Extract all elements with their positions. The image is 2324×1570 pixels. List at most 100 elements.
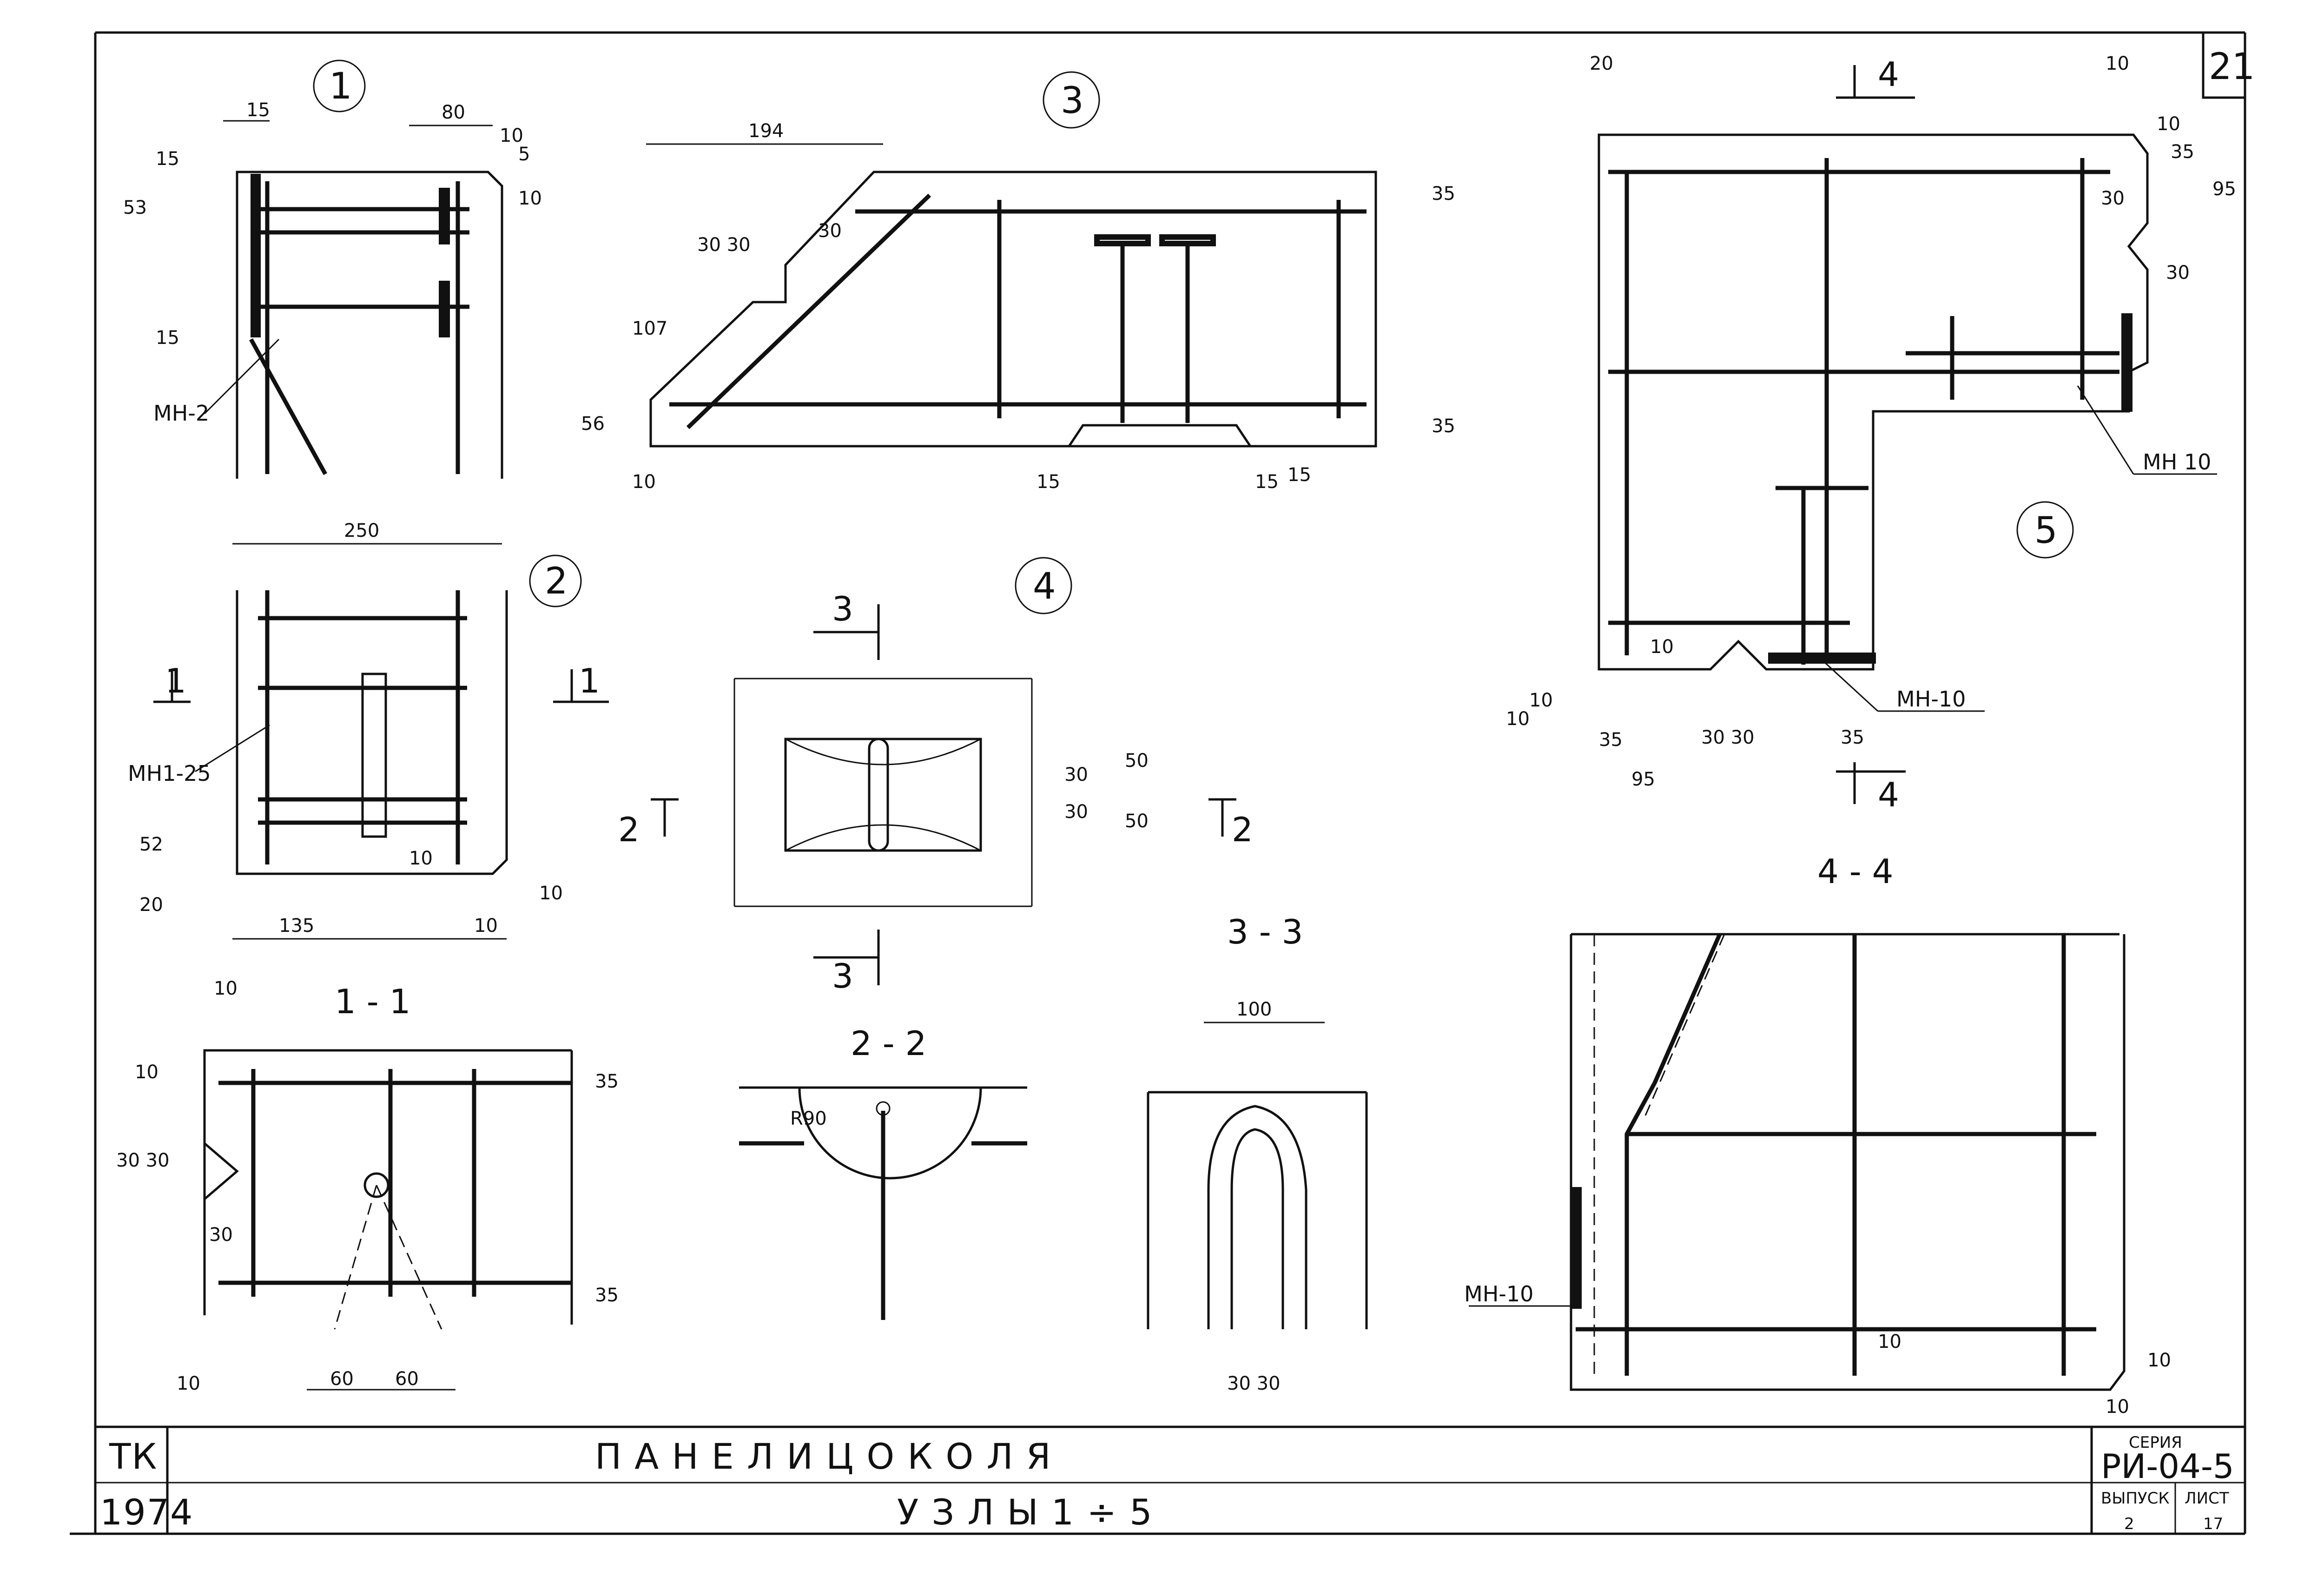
svg-text:20: 20: [139, 894, 163, 916]
section-1-1: 1 - 1 10 10 35 30 30 30 35 10 60 60: [116, 978, 619, 1394]
title-block-issue: 2: [2124, 1515, 2134, 1533]
svg-text:10: 10: [1506, 708, 1530, 730]
label-mn10-b: МН-10: [1896, 686, 1966, 712]
svg-text:30: 30: [209, 1224, 233, 1246]
section-2-2-title: 2 - 2: [851, 1024, 926, 1063]
svg-text:135: 135: [279, 915, 314, 937]
svg-text:30 30: 30 30: [1227, 1373, 1281, 1394]
svg-text:30: 30: [1064, 801, 1088, 823]
node-2-number: 2: [545, 561, 568, 602]
svg-text:10: 10: [539, 883, 563, 904]
node-5-number: 5: [2034, 510, 2058, 552]
svg-text:52: 52: [139, 834, 163, 855]
label-mn2: МН-2: [153, 401, 209, 426]
svg-text:107: 107: [632, 318, 667, 339]
svg-text:95: 95: [1631, 769, 1655, 790]
svg-text:15: 15: [156, 148, 179, 170]
title-block-series-label: СЕРИЯ: [2129, 1433, 2182, 1452]
label-mn10-c: МН-10: [1464, 1281, 1533, 1306]
svg-text:30: 30: [1064, 764, 1088, 785]
svg-text:35: 35: [595, 1285, 619, 1306]
section-4-4: 4 - 4 МН-10 10 10 10: [1464, 852, 2171, 1418]
section-2-2: 2 - 2 R90: [739, 1024, 1027, 1320]
section-3-3-title: 3 - 3: [1227, 912, 1303, 951]
svg-text:10: 10: [1878, 1331, 1901, 1352]
node-5-detail: 5 МН 10 МН-10 20 10 10 35 95 30 30 10 35…: [1506, 53, 2236, 814]
svg-text:10: 10: [409, 848, 433, 869]
svg-text:80: 80: [442, 102, 465, 123]
svg-text:10: 10: [1650, 636, 1674, 658]
svg-text:30: 30: [2166, 262, 2190, 284]
node-3-number: 3: [1061, 80, 1084, 122]
svg-text:15: 15: [1287, 464, 1311, 486]
section-mark-3-top: 3: [832, 589, 853, 628]
svg-text:30 30: 30 30: [116, 1150, 170, 1171]
svg-text:30: 30: [818, 220, 842, 242]
svg-text:10: 10: [2106, 53, 2129, 74]
section-mark-1-left: 1: [165, 661, 186, 700]
svg-text:35: 35: [1841, 727, 1864, 748]
section-4-4-title: 4 - 4: [1817, 852, 1893, 891]
section-1-1-title: 1 - 1: [335, 982, 410, 1021]
section-mark-1-right: 1: [579, 661, 600, 700]
svg-text:5: 5: [518, 144, 530, 165]
title-block-year: 1974: [100, 1491, 193, 1533]
svg-text:15: 15: [1037, 471, 1060, 493]
svg-text:10: 10: [177, 1373, 200, 1394]
title-block-org: ТК: [109, 1436, 158, 1477]
node-1-detail: 1 МН-2 15 80 10 5 10 15 53 15 250: [123, 59, 542, 545]
svg-text:10: 10: [2106, 1396, 2129, 1418]
label-mn10-a: МН 10: [2143, 449, 2211, 475]
title-block-issue-label: ВЫПУСК: [2101, 1489, 2170, 1508]
title-block-subtitle: У З Л Ы 1 ÷ 5: [897, 1491, 1153, 1533]
sheet-number: 21: [2209, 46, 2255, 88]
section-mark-4-top: 4: [1878, 55, 1899, 94]
label-mn125: МН1-25: [128, 761, 211, 786]
label-r90: R90: [790, 1108, 827, 1129]
svg-text:10: 10: [474, 915, 498, 937]
svg-text:10: 10: [518, 188, 542, 209]
svg-text:250: 250: [344, 520, 379, 541]
svg-text:35: 35: [1432, 416, 1455, 437]
node-3-detail: 3 194 107 30 30 30 56 35 35 10 15 15 15: [581, 71, 1455, 493]
svg-text:35: 35: [595, 1071, 619, 1092]
svg-text:10: 10: [135, 1062, 158, 1083]
svg-text:10: 10: [500, 125, 523, 146]
section-mark-2-right: 2: [1232, 810, 1253, 849]
svg-text:15: 15: [1255, 471, 1279, 493]
svg-text:20: 20: [1590, 53, 1613, 74]
svg-text:50: 50: [1125, 750, 1149, 772]
title-block-series: РИ-04-5: [2101, 1447, 2234, 1486]
svg-text:10: 10: [214, 978, 238, 999]
svg-text:60: 60: [330, 1368, 354, 1390]
svg-text:56: 56: [581, 413, 605, 435]
section-mark-4-bottom: 4: [1878, 775, 1899, 814]
svg-text:35: 35: [1432, 183, 1455, 204]
svg-text:100: 100: [1236, 999, 1272, 1020]
node-4-number: 4: [1033, 566, 1056, 607]
title-block: ТК 1974 П А Н Е Л И Ц О К О Л Я У З Л Ы …: [95, 1425, 2245, 1534]
svg-text:10: 10: [632, 471, 656, 493]
title-block-sheet: 17: [2203, 1515, 2223, 1533]
svg-text:30: 30: [2101, 188, 2125, 209]
sheet-number-box: 21: [2202, 33, 2255, 99]
svg-text:95: 95: [2212, 178, 2236, 200]
title-block-title: П А Н Е Л И Ц О К О Л Я: [595, 1436, 1052, 1477]
svg-text:194: 194: [748, 120, 784, 142]
svg-text:30 30: 30 30: [1701, 727, 1755, 748]
svg-text:35: 35: [1599, 729, 1623, 751]
svg-text:15: 15: [246, 99, 270, 121]
drawing-frame: [70, 31, 2246, 1535]
svg-text:53: 53: [123, 197, 147, 218]
svg-text:15: 15: [156, 327, 179, 349]
node-4-detail: 4 30 30 50 50 3 3 2 2: [618, 557, 1253, 996]
svg-text:10: 10: [1529, 690, 1553, 711]
section-mark-3-bottom: 3: [832, 957, 853, 996]
section-3-3: 3 - 3 100 30 30: [1147, 912, 1368, 1394]
svg-text:35: 35: [2171, 141, 2194, 163]
svg-text:50: 50: [1125, 811, 1149, 832]
node-2-detail: 2 МН1-25 52 20 10 135 10 10 1 1: [128, 554, 609, 940]
svg-text:60: 60: [395, 1368, 419, 1390]
svg-text:10: 10: [2157, 113, 2180, 135]
